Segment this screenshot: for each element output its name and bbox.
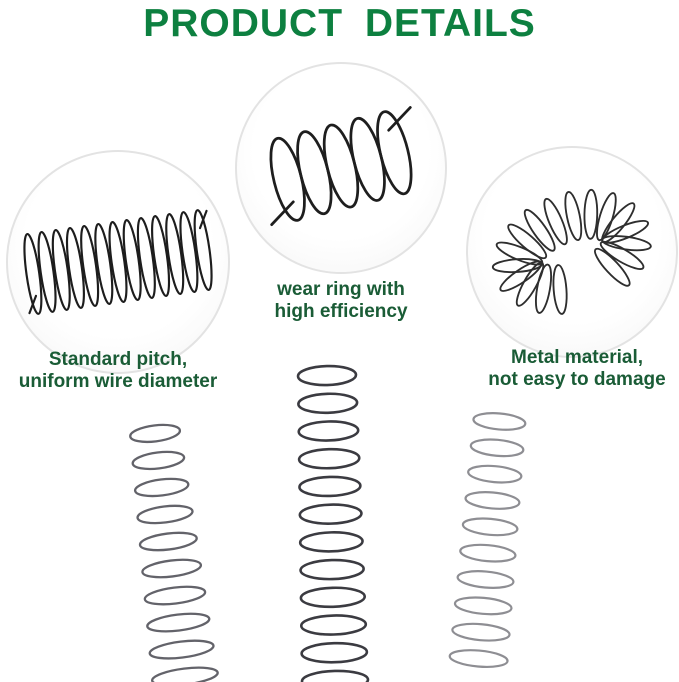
spring-standard-pitch-illustration (23, 209, 213, 315)
caption-line: high efficiency (274, 301, 408, 322)
feature-image-wear-ring (235, 62, 447, 274)
spring-metal-material-illustration (491, 188, 652, 315)
feature-image-standard-pitch (6, 150, 230, 374)
caption-metal-material: Metal material, not easy to damage (460, 347, 679, 391)
caption-standard-pitch: Standard pitch, uniform wire diameter (0, 349, 240, 393)
spring-wear-ring-illustration (269, 106, 413, 227)
caption-line: not easy to damage (488, 369, 666, 390)
page-title: PRODUCT DETAILS (143, 2, 536, 45)
caption-line: wear ring with (277, 279, 405, 300)
caption-line: Standard pitch, (48, 349, 188, 370)
caption-line: uniform wire diameter (18, 371, 218, 392)
caption-line: Metal material, (511, 347, 643, 368)
feature-image-metal-material (466, 146, 678, 358)
caption-wear-ring: wear ring with high efficiency (230, 279, 452, 323)
